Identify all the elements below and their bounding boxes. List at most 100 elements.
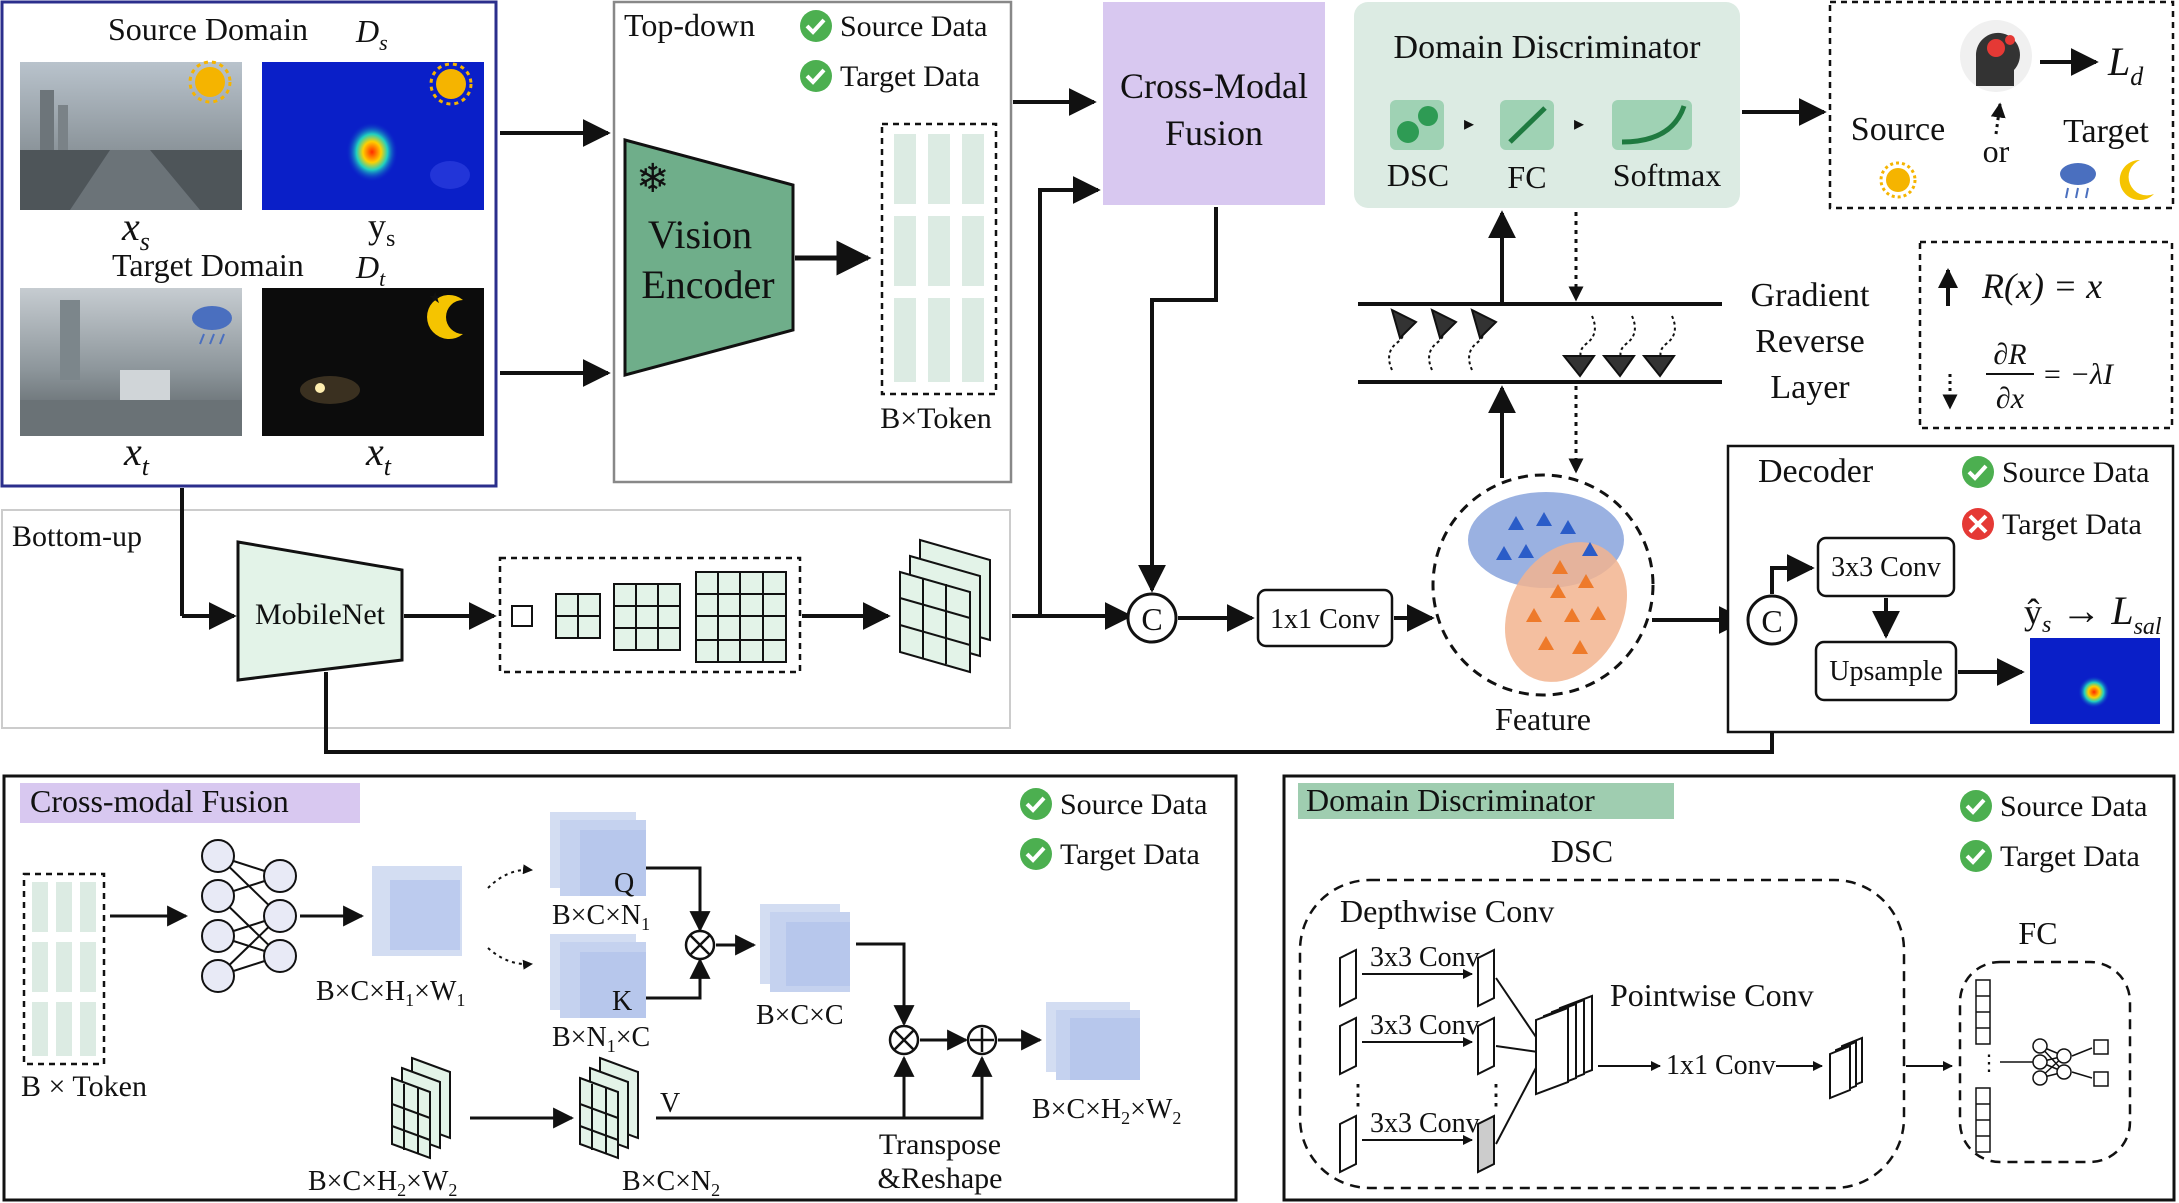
decoder-panel: Decoder Source Data Target Data C 3x3 Co… xyxy=(1726,444,2175,734)
mobilenet-block xyxy=(236,540,404,682)
conv1x1-block: 1x1 Conv xyxy=(1256,588,1394,648)
decoder-target-label: Target Data xyxy=(2002,508,2142,541)
key-feature xyxy=(550,934,646,1018)
depthwise-rows xyxy=(1339,948,1539,1174)
domain-discriminator-block: Domain Discriminator ▸ ▸ DSC FC Softmax xyxy=(1354,2,1740,208)
concat-node: C xyxy=(1126,592,1178,644)
disc-dsc-label: DSC xyxy=(1387,157,1449,193)
mlp-icon xyxy=(201,839,297,993)
dd-source-label: Source Data xyxy=(2000,790,2147,823)
loss-or-label: or xyxy=(1983,133,2010,169)
encoder-label-2: Encoder xyxy=(641,262,774,307)
k-dim-label: B×N1×C xyxy=(552,1022,650,1056)
source-saliency-label: ys xyxy=(368,206,395,252)
softmax-icon xyxy=(1612,100,1692,150)
dotted-arrow xyxy=(1990,102,2006,135)
mobilenet-label: MobileNet xyxy=(255,598,386,631)
target-image-label-2: xt xyxy=(365,429,392,481)
target-night-image: ★ xyxy=(262,288,484,436)
svg-text:3x3 Conv: 3x3 Conv xyxy=(1831,552,1941,583)
gradient-reverse-layer: Gradient Reverse Layer xyxy=(1358,277,1870,406)
cmf-output-feature xyxy=(1046,1002,1140,1080)
source-road-image xyxy=(20,60,242,210)
cmf-token-label: B × Token xyxy=(21,1070,147,1103)
check-icon xyxy=(1960,790,1992,822)
q-dim-label: B×C×N1 xyxy=(552,900,650,934)
domain-loss-label: Ld xyxy=(2107,39,2144,91)
grl-formula-box: R(x) = x ∂R ∂x = −λI xyxy=(1918,240,2174,430)
disc-fc-label: FC xyxy=(1507,159,1546,195)
arrow-fusion-to-concat xyxy=(1138,207,1218,593)
dd-detail-panel: Domain Discriminator Source Data Target … xyxy=(1282,774,2176,1202)
decoder-concat-node: C xyxy=(1746,594,1798,646)
arrow-attn-to-mult xyxy=(856,942,915,1027)
check-icon xyxy=(1020,788,1052,820)
q-label: Q xyxy=(614,868,634,899)
arrow-residual-to-add xyxy=(904,1055,993,1120)
arrow-q-to-mult xyxy=(646,866,711,933)
token-label: B×Token xyxy=(880,402,991,435)
check-icon xyxy=(1962,456,1994,488)
svg-text:★: ★ xyxy=(428,290,442,307)
check-icon xyxy=(1960,840,1992,872)
transpose-label-2: &Reshape xyxy=(878,1162,1003,1195)
add-node xyxy=(966,1024,998,1056)
source-domain-title: Source Domain xyxy=(108,11,308,47)
feature-label: Feature xyxy=(1495,701,1591,737)
fc-network xyxy=(1975,979,2109,1153)
topdown-panel: Top-down Source Data Target Data ❄ Visio… xyxy=(612,0,1013,484)
grl-backward-num: ∂R xyxy=(1993,338,2026,371)
arrow-concat-to-conv3 xyxy=(1770,554,1815,594)
decoder-upsample-block: Upsample xyxy=(1814,640,1958,702)
target-rain-image xyxy=(20,288,242,436)
feature-space xyxy=(1431,473,1655,697)
ellipsis-icon: ⋮ xyxy=(1482,1080,1510,1111)
cmf-token-block xyxy=(22,872,106,1066)
grl-label-3: Layer xyxy=(1770,369,1850,406)
pw-conv-label: 1x1 Conv xyxy=(1666,1050,1776,1081)
rain-icon xyxy=(2060,163,2096,199)
ellipsis-icon: ⋮ xyxy=(1344,1080,1372,1111)
loss-target-label: Target xyxy=(2063,113,2149,150)
svg-text:1x1 Conv: 1x1 Conv xyxy=(1270,604,1380,635)
topdown-target-label: Target Data xyxy=(840,60,980,93)
k-label: K xyxy=(612,986,632,1017)
grl-backward-rhs: = −λI xyxy=(2042,358,2115,391)
query-feature xyxy=(550,812,646,896)
grl-forward-eq: R(x) = x xyxy=(1981,266,2102,306)
dd-fc-label: FC xyxy=(2018,915,2057,951)
loss-source-label: Source xyxy=(1851,111,1945,148)
cross-icon xyxy=(1962,508,1994,540)
check-icon xyxy=(1020,838,1052,870)
dd-dsc-label: DSC xyxy=(1551,833,1613,869)
arrow-maps-to-fusion xyxy=(1038,176,1101,616)
check-icon xyxy=(800,10,832,42)
sun-icon xyxy=(1879,161,1917,199)
svg-text:C: C xyxy=(1761,603,1782,639)
bottomup-title: Bottom-up xyxy=(12,520,142,553)
target-image-label-1: xt xyxy=(123,429,150,481)
disc-title: Domain Discriminator xyxy=(1394,29,1702,66)
projected-feature xyxy=(372,866,462,956)
target-cluster xyxy=(1505,542,1627,682)
stacked-channels xyxy=(1535,994,1593,1096)
grl-label-2: Reverse xyxy=(1755,323,1865,360)
stacked-feature-maps xyxy=(899,538,991,674)
disc-softmax-label: Softmax xyxy=(1613,157,1721,193)
source-image-label: xs xyxy=(121,204,150,256)
decoder-conv3x3-block: 3x3 Conv xyxy=(1816,536,1956,598)
out-dim-label: B×C×H2×W2 xyxy=(1032,1094,1181,1128)
v-label: V xyxy=(660,1088,680,1119)
moon-icon xyxy=(2119,159,2154,200)
proj-dim-label: B×C×H1×W1 xyxy=(316,976,465,1010)
decoder-source-label: Source Data xyxy=(2002,456,2149,489)
grl-backward-den: ∂x xyxy=(1996,382,2025,415)
check-icon xyxy=(800,60,832,92)
encoder-label-1: Vision xyxy=(648,212,752,257)
head-gear-icon xyxy=(1960,20,2032,92)
attention-map xyxy=(760,904,850,992)
pointwise-output xyxy=(1829,1036,1863,1100)
grl-label-1: Gradient xyxy=(1751,277,1871,314)
value-feature xyxy=(579,1056,639,1160)
source-saliency-map xyxy=(262,62,484,210)
